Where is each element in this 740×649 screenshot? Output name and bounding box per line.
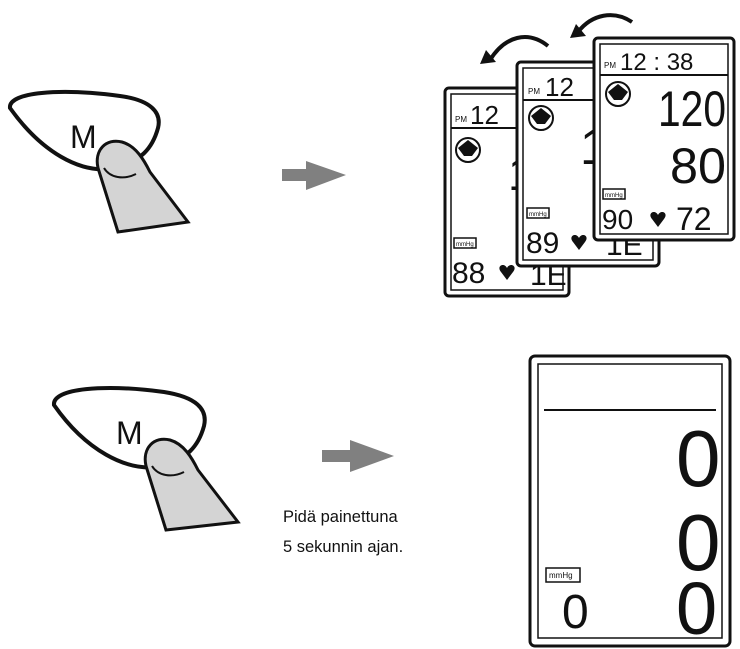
finger-icon: [95, 139, 191, 234]
curved-arrow-icon: [488, 35, 550, 62]
arrow-right-icon: [322, 440, 394, 472]
heart-icon: [499, 265, 515, 280]
curved-arrow-head-icon: [570, 24, 586, 38]
pulse-readout: 89: [526, 227, 559, 260]
pulse-readout: 90: [602, 204, 633, 235]
mmhg-label: mmHg: [456, 242, 474, 248]
pulse-readout: 0: [562, 586, 589, 639]
curved-arrow-head-icon: [480, 50, 496, 64]
mmhg-label: mmHg: [605, 193, 623, 199]
pulse-rate-readout: 72: [676, 201, 712, 237]
curved-arrow-icon: [576, 13, 634, 34]
memory-button-label: M: [116, 415, 143, 451]
diastolic-readout: 80: [670, 138, 726, 194]
finger-icon: [143, 437, 241, 532]
heart-icon: [650, 212, 666, 227]
systolic-readout: 120: [658, 81, 726, 137]
memory-button-press-top: M: [8, 90, 191, 234]
lcd-display-front: PM 12 : 38 120 80 mmHg 90 72: [592, 36, 736, 242]
time-readout: 12 : 38: [620, 49, 693, 76]
time-prefix: PM: [455, 115, 467, 124]
instruction-line-1: Pidä painettuna: [283, 508, 398, 526]
cuff-icon: [455, 137, 481, 163]
cleared-value-2: 0: [676, 498, 721, 587]
mmhg-label: mmHg: [529, 212, 547, 218]
cuff-icon: [605, 81, 631, 107]
instruction-line-2: 5 sekunnin ajan.: [283, 538, 404, 556]
cuff-icon: [528, 105, 554, 131]
memory-button-label: M: [70, 119, 97, 155]
cleared-value-1: 0: [676, 414, 721, 503]
time-readout: 12: [470, 100, 499, 130]
arrow-right-icon: [282, 161, 346, 190]
pulse-readout: 88: [452, 257, 485, 290]
heart-icon: [571, 235, 587, 250]
time-prefix: PM: [528, 87, 540, 96]
lcd-display-cleared: mmHg 0 0 0 0: [528, 354, 732, 649]
cleared-value-3: 0: [676, 567, 717, 649]
mmhg-label: mmHg: [549, 571, 573, 580]
hold-instruction: Pidä painettuna 5 sekunnin ajan.: [283, 502, 403, 562]
time-prefix: PM: [604, 61, 616, 70]
time-readout: 12: [545, 72, 574, 102]
memory-button-press-bottom: M: [52, 386, 241, 532]
